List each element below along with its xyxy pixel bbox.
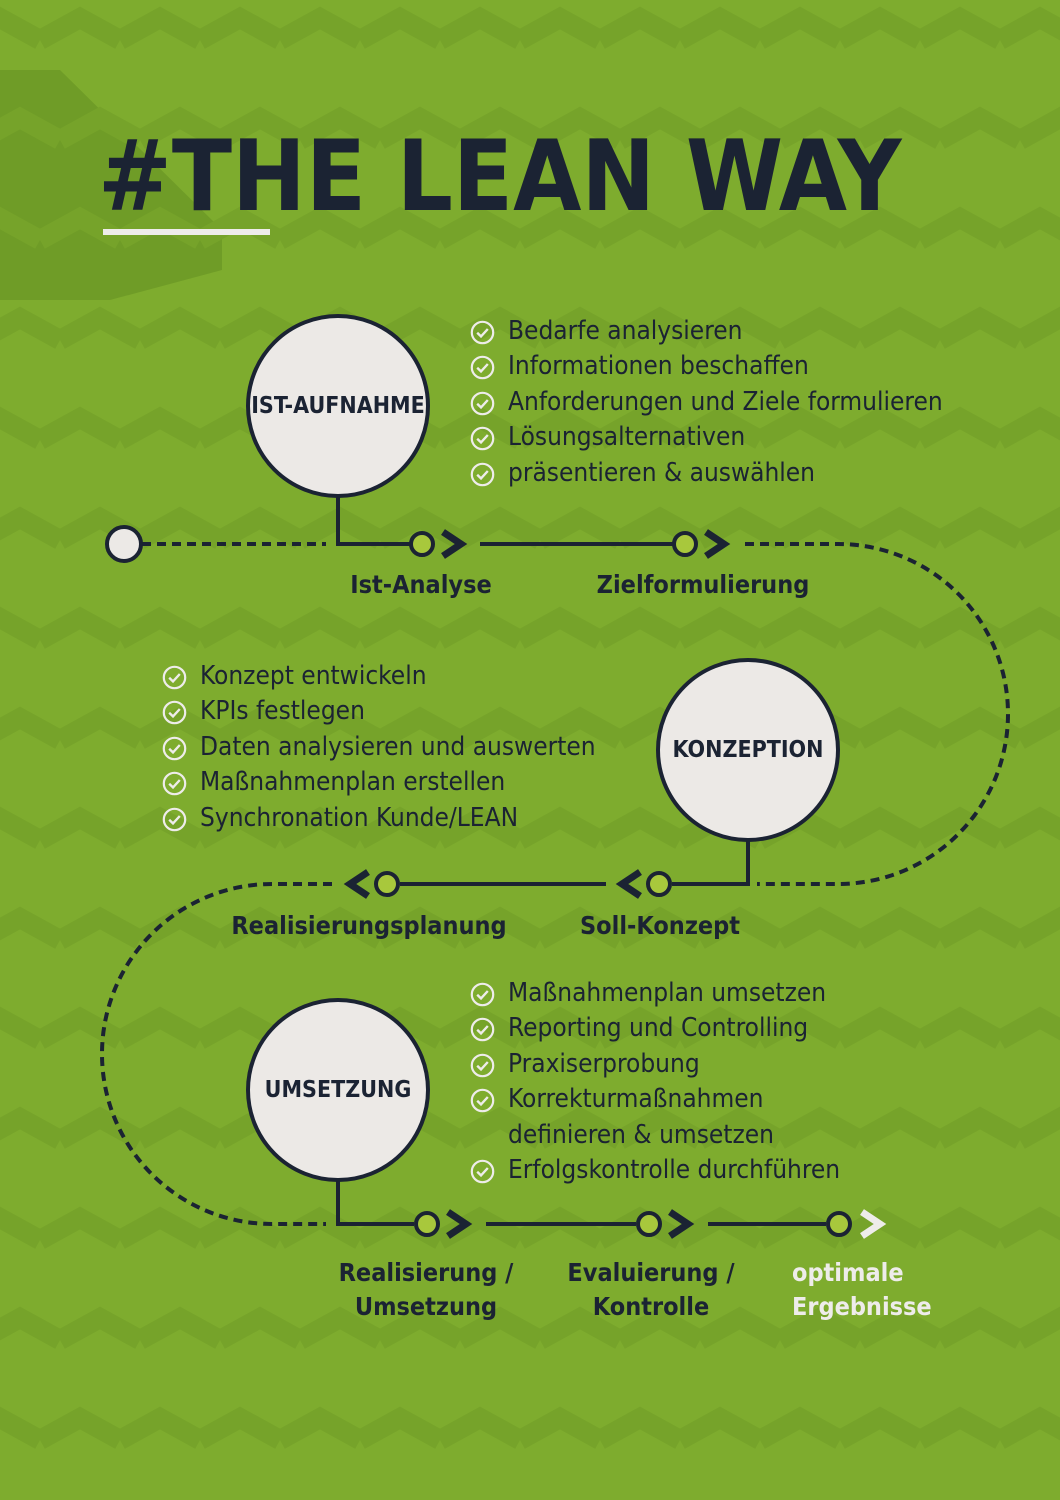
check-circle-icon — [470, 1053, 495, 1078]
check-circle-icon — [470, 391, 495, 416]
check-circle-icon — [162, 736, 187, 761]
chevron-pattern-row — [0, 1006, 1060, 1049]
checklist-item-label: Korrekturmaßnahmen definieren & umsetzen — [508, 1084, 774, 1150]
check-circle-icon — [470, 1088, 495, 1113]
start-point — [105, 525, 143, 563]
connector-umsetzung — [336, 1180, 414, 1226]
checklist-item: präsentieren & auswählen — [470, 456, 943, 491]
title-underline — [103, 229, 270, 235]
chevron-pattern-row — [0, 206, 1060, 249]
checklist-item: Praxiserprobung — [470, 1047, 840, 1082]
checklist-item-label: präsentieren & auswählen — [508, 457, 815, 488]
checklist-item-label: Informationen beschaffen — [508, 351, 809, 382]
checklist-item-label: KPIs festlegen — [200, 696, 365, 727]
checklist-item-label: Erfolgskontrolle durchführen — [508, 1155, 841, 1186]
node-realisierung — [414, 1211, 440, 1237]
step-label-evaluierung: Evaluierung / Kontrolle — [567, 1258, 735, 1321]
checklist-item-label: Konzept entwickeln — [200, 661, 427, 691]
checklist-item: Lösungsalternativen — [470, 420, 943, 455]
checklist-ist-aufnahme: Bedarfe analysieren Informationen bescha… — [470, 314, 943, 491]
node-zielformulierung — [672, 531, 698, 557]
chevron-left-icon — [343, 869, 370, 899]
check-circle-icon — [470, 320, 495, 345]
checklist-item: Anforderungen und Ziele formulieren — [470, 385, 943, 420]
check-circle-icon — [470, 1159, 495, 1184]
phase-title: KONZEPTION — [672, 737, 824, 763]
checklist-item: Daten analysieren und auswerten — [162, 730, 596, 765]
chevron-pattern-row — [0, 1406, 1060, 1449]
check-circle-icon — [162, 807, 187, 831]
checklist-item: Korrekturmaßnahmen definieren & umsetzen — [470, 1082, 840, 1153]
checklist-item: Maßnahmenplan erstellen — [162, 765, 596, 800]
chevron-pattern-row — [0, 106, 1060, 149]
phase-circle-konzeption: KONZEPTION — [656, 658, 840, 842]
check-circle-icon — [470, 1018, 495, 1042]
checklist-item-label: Maßnahmenplan umsetzen — [508, 978, 827, 1008]
checklist-item: Reporting und Controlling — [470, 1011, 840, 1046]
checklist-konzeption: Konzept entwickeln KPIs festlegen Daten … — [162, 659, 596, 836]
checklist-item-label: Synchronation Kunde/LEAN — [200, 802, 519, 833]
step-label-result: optimale Ergebnisse — [792, 1258, 932, 1321]
chevron-pattern-row — [0, 606, 1060, 649]
checklist-item-label: Maßnahmenplan erstellen — [200, 767, 506, 798]
checklist-umsetzung: Maßnahmenplan umsetzen Reporting und Con… — [470, 976, 840, 1188]
node-ergebnisse — [826, 1211, 852, 1237]
checklist-item-label: Lösungsalternativen — [508, 422, 746, 453]
checklist-item-label: Anforderungen und Ziele formulieren — [508, 386, 943, 417]
chevron-pattern-row — [0, 906, 1060, 949]
check-circle-icon — [470, 356, 495, 380]
checklist-item-label: Reporting und Controlling — [508, 1013, 809, 1044]
chevron-pattern-row — [0, 1306, 1060, 1349]
check-circle-icon — [162, 701, 187, 725]
step-label-ist-analyse: Ist-Analyse — [350, 570, 492, 599]
node-ist-analyse — [409, 531, 435, 557]
check-circle-icon — [470, 462, 495, 486]
node-evaluierung — [636, 1211, 662, 1237]
step-label-realisierungsplanung: Realisierungsplanung — [231, 911, 507, 940]
phase-circle-umsetzung: UMSETZUNG — [246, 998, 430, 1182]
phase-title: UMSETZUNG — [264, 1077, 412, 1103]
connector-ist-aufnahme — [336, 486, 410, 546]
step-label-realisierung: Realisierung / Umsetzung — [338, 1258, 514, 1321]
chevron-left-icon — [615, 869, 642, 899]
checklist-item: Maßnahmenplan umsetzen — [470, 976, 840, 1011]
check-circle-icon — [470, 426, 495, 451]
chevron-right-icon — [668, 1209, 695, 1239]
checklist-item: Erfolgskontrolle durchführen — [470, 1153, 840, 1188]
check-circle-icon — [162, 771, 187, 796]
chevron-right-icon — [446, 1209, 473, 1239]
check-circle-icon — [470, 982, 495, 1007]
final-chevron-right-icon — [860, 1209, 887, 1239]
step-label-zielformulierung: Zielformulierung — [596, 570, 810, 599]
chevron-right-icon — [704, 529, 731, 559]
phase-title: IST-AUFNAHME — [251, 393, 425, 419]
chevron-right-icon — [441, 529, 468, 559]
checklist-item: Bedarfe analysieren — [470, 314, 943, 349]
checklist-item-label: Daten analysieren und auswerten — [200, 731, 596, 762]
checklist-item-label: Praxiserprobung — [508, 1048, 700, 1079]
checklist-item: KPIs festlegen — [162, 694, 596, 729]
page-title: #THE LEAN WAY — [98, 120, 902, 234]
chevron-pattern-row — [0, 6, 1060, 49]
check-circle-icon — [162, 665, 187, 690]
step-label-soll-konzept: Soll-Konzept — [579, 911, 741, 940]
dashed-curve-right — [745, 542, 1010, 886]
phase-circle-ist-aufnahme: IST-AUFNAHME — [246, 314, 430, 498]
checklist-item-label: Bedarfe analysieren — [508, 316, 743, 346]
checklist-item: Informationen beschaffen — [470, 349, 943, 384]
checklist-item: Synchronation Kunde/LEAN — [162, 801, 596, 836]
node-soll-konzept — [646, 871, 672, 897]
checklist-item: Konzept entwickeln — [162, 659, 596, 694]
connector-konzeption — [672, 840, 750, 886]
node-realisierungsplanung — [374, 871, 400, 897]
